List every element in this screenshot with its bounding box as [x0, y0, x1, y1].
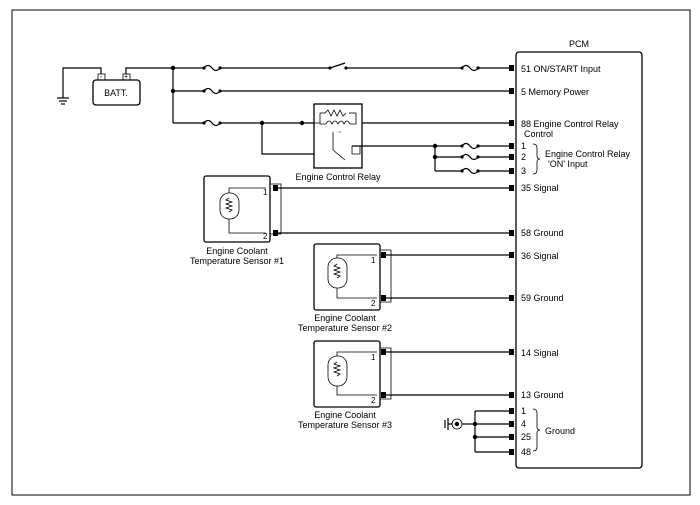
pin-14-connector [509, 349, 514, 355]
pin-58-label: 58 Ground [521, 228, 564, 238]
battery: - + BATT. [92, 73, 141, 106]
relay-output-circuit [352, 142, 512, 175]
sensor-3-title: Engine Coolant [314, 410, 376, 420]
pcm-box [515, 51, 643, 469]
on-start-circuit [173, 62, 512, 72]
pin-13-connector [509, 392, 514, 398]
pin-1-connector [509, 143, 514, 149]
pin-5-connector [509, 88, 514, 94]
on-input-pin-2: 2 [521, 152, 526, 162]
pin-88-connector [509, 120, 514, 126]
sensor-1-title: Engine Coolant [206, 246, 268, 256]
on-input-bracket [532, 143, 541, 175]
ground-bracket [532, 408, 541, 452]
coolant-sensor-3: 1 2 [313, 340, 392, 408]
diagram-border [11, 9, 691, 496]
battery-positive-wire [125, 67, 173, 74]
pin-gnd4-connector [509, 421, 514, 427]
battery-negative-wire [62, 67, 102, 98]
pin-51-label: 51 ON/START Input [521, 64, 601, 74]
pin-3-connector [509, 168, 514, 174]
sensor-3-title-line2: Temperature Sensor #3 [298, 420, 392, 430]
pin-36-connector [509, 252, 514, 258]
sensor-1-pin2: 2 [263, 232, 268, 241]
pin-5-label: 5 Memory Power [521, 87, 589, 97]
on-input-pin-3: 3 [521, 166, 526, 176]
sensor-3-pin2: 2 [371, 396, 376, 405]
svg-text:~: ~ [338, 130, 342, 136]
pin-88-label: 88 Engine Control Relay [521, 119, 619, 129]
pin-gnd1-connector [509, 408, 514, 414]
pin-14-label: 14 Signal [521, 348, 559, 358]
engine-control-relay: ~ [302, 103, 363, 169]
pin-59-label: 59 Ground [521, 293, 564, 303]
svg-text:+: + [124, 74, 128, 81]
ground-pin-1: 1 [521, 406, 526, 416]
pin-gnd25-connector [509, 434, 514, 440]
coolant-sensor-1: 1 2 [203, 175, 282, 243]
relay-title: Engine Control Relay [295, 172, 381, 182]
sensor-3-pin1: 1 [371, 353, 376, 362]
chassis-ground-icon [57, 97, 69, 105]
pin-gnd48-connector [509, 449, 514, 455]
pin-51-connector [509, 65, 514, 71]
ground-pin-48: 48 [521, 447, 531, 457]
on-input-label: Engine Control Relay [545, 149, 631, 159]
svg-text:-: - [100, 74, 103, 81]
pin-36-label: 36 Signal [521, 251, 559, 261]
sensor-1-title-line2: Temperature Sensor #1 [190, 256, 284, 266]
pin-59-connector [509, 295, 514, 301]
sensor-2-title-line2: Temperature Sensor #2 [298, 323, 392, 333]
sensor-2-pin1: 1 [371, 256, 376, 265]
body-ground-icon [444, 418, 463, 430]
sensor-2-title: Engine Coolant [314, 313, 376, 323]
ground-pin-4: 4 [521, 419, 526, 429]
pin-2-connector [509, 154, 514, 160]
coolant-sensor-2: 1 2 [313, 243, 392, 311]
sensor-1-pin1: 1 [263, 188, 268, 197]
on-input-label-line2: 'ON' Input [548, 159, 588, 169]
pin-13-label: 13 Ground [521, 390, 564, 400]
pin-35-connector [509, 185, 514, 191]
pin-58-connector [509, 230, 514, 236]
ground-label: Ground [545, 426, 575, 436]
ground-pin-25: 25 [521, 432, 531, 442]
pin-88-label-line2: Control [524, 129, 553, 139]
pcm-title: PCM [569, 39, 589, 49]
sensor-2-pin2: 2 [371, 299, 376, 308]
battery-label: BATT. [104, 88, 128, 98]
ground-circuit [462, 410, 512, 453]
memory-power-circuit [173, 87, 512, 95]
pin-35-label: 35 Signal [521, 183, 559, 193]
on-input-pin-1: 1 [521, 141, 526, 151]
